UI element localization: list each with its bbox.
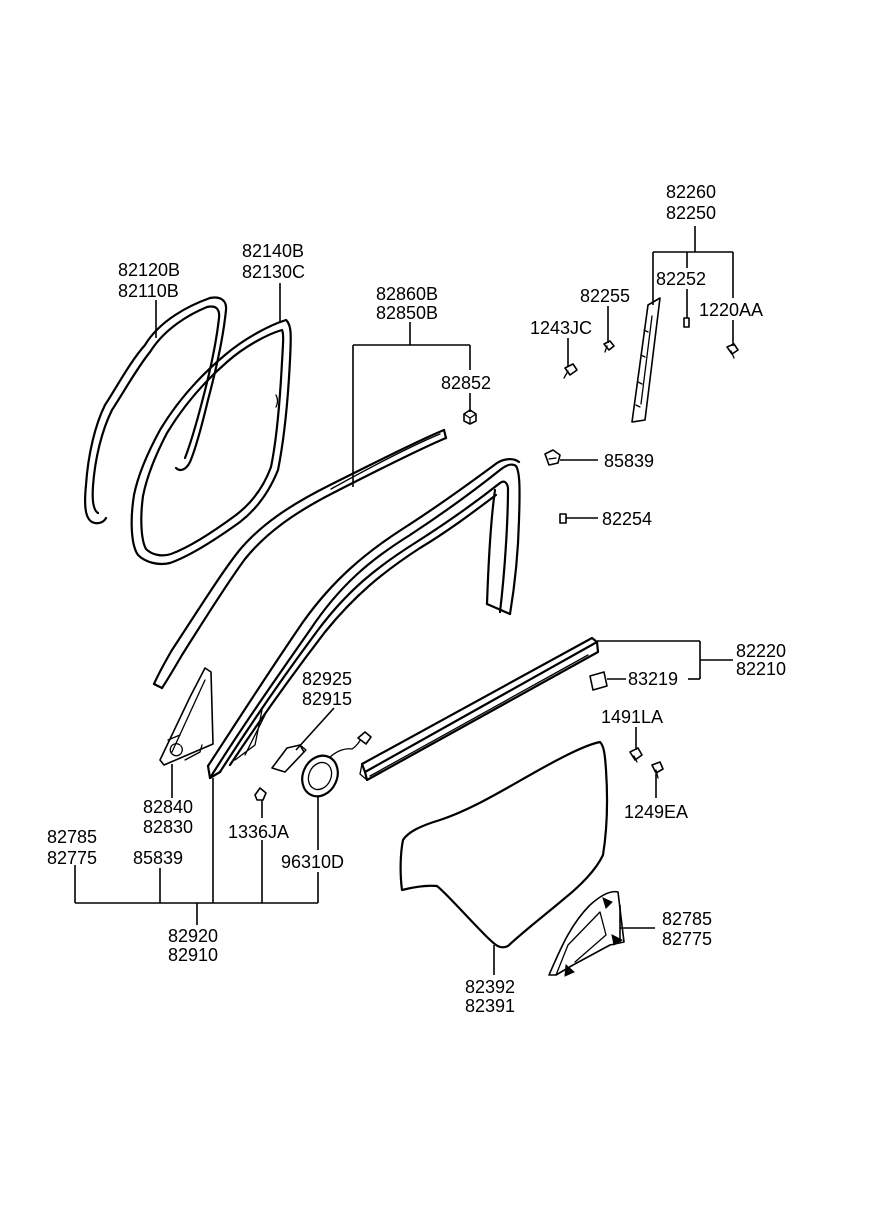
label-82252: 82252 bbox=[656, 269, 706, 289]
screw-1249ea bbox=[651, 761, 664, 779]
label-82785-left: 82785 bbox=[47, 827, 97, 847]
speaker-96310d bbox=[301, 731, 372, 798]
belt-weatherstrip-82220 bbox=[359, 636, 600, 782]
label-1249ea: 1249EA bbox=[624, 802, 688, 822]
label-82250: 82250 bbox=[666, 203, 716, 223]
label-82391: 82391 bbox=[465, 996, 515, 1016]
weatherstrip-body-82120b bbox=[84, 296, 228, 525]
label-83219: 83219 bbox=[628, 669, 678, 689]
screw-1243jc bbox=[563, 363, 578, 379]
label-82852: 82852 bbox=[441, 373, 491, 393]
pillar-garnish-82260 bbox=[631, 297, 661, 423]
weatherstrip-door-82140b bbox=[130, 318, 292, 566]
screw-1220aa bbox=[726, 343, 739, 359]
delta-cover-82840 bbox=[159, 667, 214, 766]
label-1491la: 1491LA bbox=[601, 707, 663, 727]
label-1243jc: 1243JC bbox=[530, 318, 592, 338]
label-82785-right: 82785 bbox=[662, 909, 712, 929]
sash-trim-82785 bbox=[548, 890, 625, 977]
label-82392: 82392 bbox=[465, 977, 515, 997]
label-1336ja: 1336JA bbox=[228, 822, 289, 842]
label-82830: 82830 bbox=[143, 817, 193, 837]
label-82925: 82925 bbox=[302, 669, 352, 689]
clip-1336ja bbox=[254, 787, 267, 801]
label-1220aa: 1220AA bbox=[699, 300, 763, 320]
clip-82252 bbox=[683, 317, 690, 328]
door-glass-82392 bbox=[399, 740, 609, 949]
label-82210: 82210 bbox=[736, 659, 786, 679]
door-frame-channel bbox=[206, 458, 521, 780]
clip-82852 bbox=[463, 409, 477, 425]
clip-85839-upper bbox=[544, 449, 561, 466]
glass-run-82860b bbox=[152, 428, 448, 690]
fastener-1491la bbox=[629, 747, 643, 763]
label-85839-lower: 85839 bbox=[133, 848, 183, 868]
bracket-82925 bbox=[271, 744, 307, 773]
label-82110b: 82110B bbox=[118, 281, 179, 301]
label-82860b: 82860B bbox=[376, 284, 438, 304]
label-82775-right: 82775 bbox=[662, 929, 712, 949]
label-82260: 82260 bbox=[666, 182, 716, 202]
label-82120b: 82120B bbox=[118, 260, 180, 280]
label-82220: 82220 bbox=[736, 641, 786, 661]
label-82140b: 82140B bbox=[242, 241, 304, 261]
clip-82255 bbox=[603, 340, 615, 353]
label-82775-left: 82775 bbox=[47, 848, 97, 868]
label-82254: 82254 bbox=[602, 509, 652, 529]
label-82920: 82920 bbox=[168, 926, 218, 946]
label-82915: 82915 bbox=[302, 689, 352, 709]
label-85839-upper: 85839 bbox=[604, 451, 654, 471]
leader-lines bbox=[74, 226, 734, 975]
label-82255: 82255 bbox=[580, 286, 630, 306]
label-82840: 82840 bbox=[143, 797, 193, 817]
part-labels: 82260 82250 82140B 82130C 82120B 82110B … bbox=[47, 182, 786, 1016]
label-82850b: 82850B bbox=[376, 303, 438, 323]
label-82910: 82910 bbox=[168, 945, 218, 965]
pad-83219 bbox=[589, 671, 608, 691]
clip-82254 bbox=[559, 513, 567, 524]
label-82130c: 82130C bbox=[242, 262, 305, 282]
label-96310d: 96310D bbox=[281, 852, 344, 872]
